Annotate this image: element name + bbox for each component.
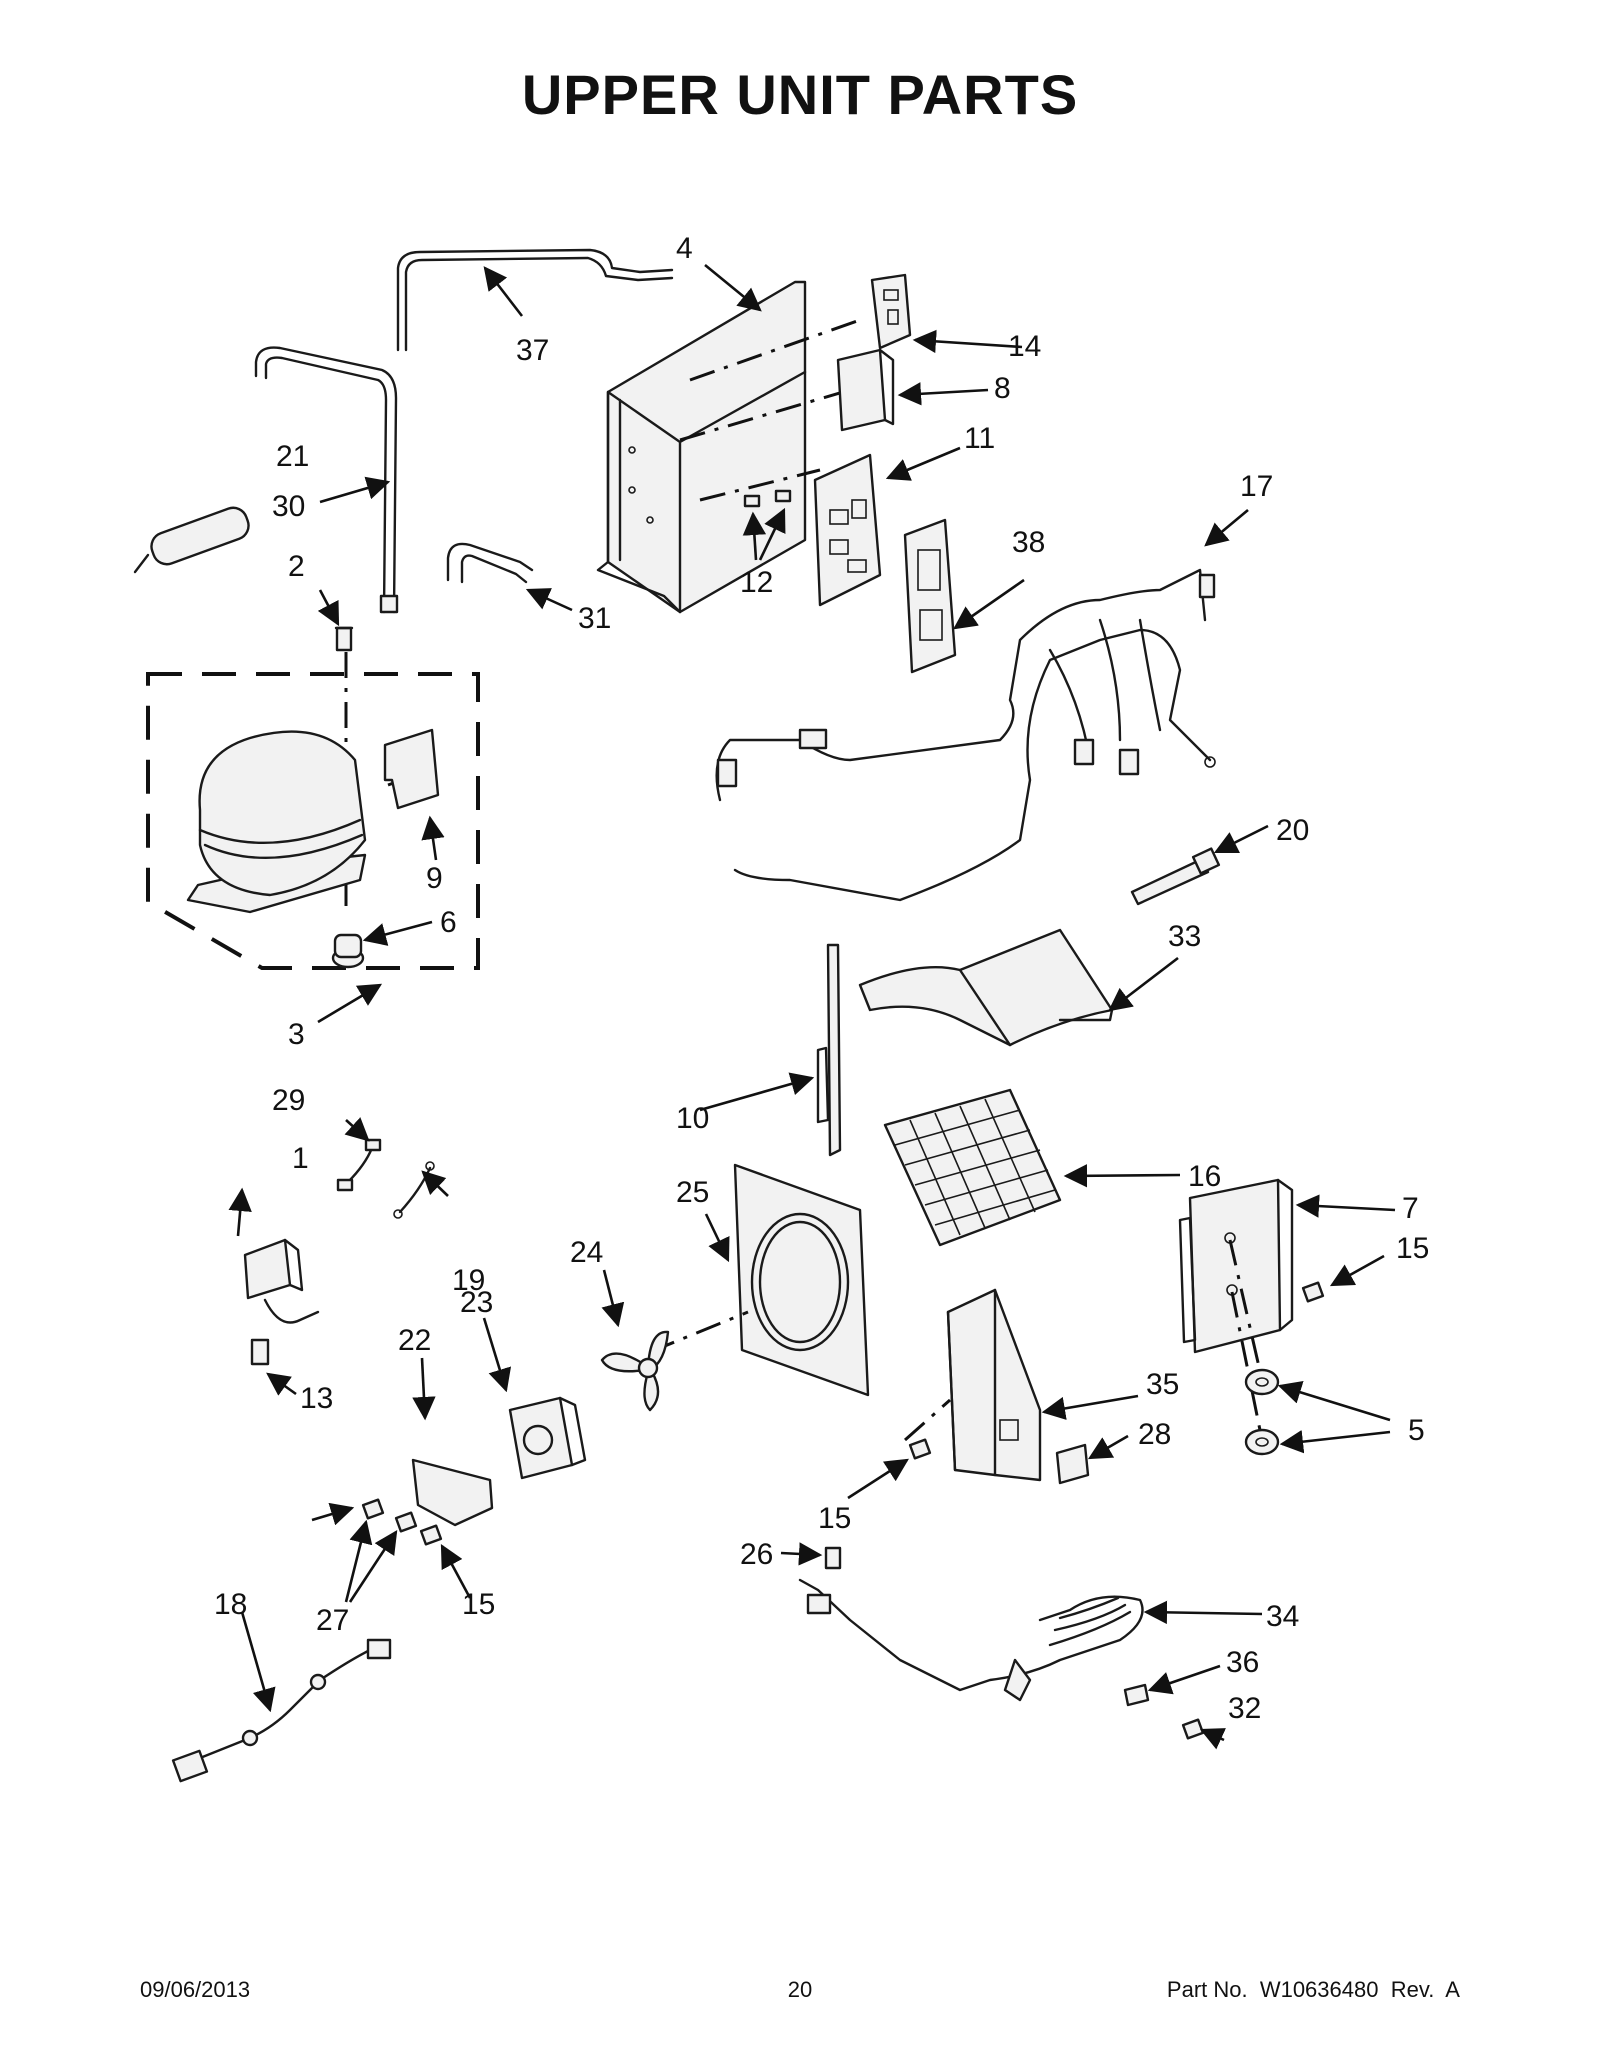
part-17-wire-harness bbox=[715, 568, 1216, 902]
callout-10: 10 bbox=[676, 1102, 709, 1135]
part-37-tube bbox=[396, 248, 674, 352]
compressor-assembly-outline bbox=[146, 672, 480, 970]
callout-2: 2 bbox=[288, 550, 305, 583]
callout-4: 4 bbox=[676, 232, 693, 265]
part-33-shield bbox=[858, 928, 1114, 1047]
part-31-elbow bbox=[446, 542, 534, 584]
part-10-bracket bbox=[816, 943, 842, 1157]
part-8-module bbox=[836, 348, 895, 432]
part-18-cord bbox=[171, 1638, 392, 1783]
part-19-wire-lead bbox=[393, 1161, 435, 1219]
callout-8: 8 bbox=[994, 372, 1011, 405]
callout-27: 27 bbox=[316, 1604, 349, 1637]
screw-15-c bbox=[419, 1524, 443, 1546]
part-23-timer bbox=[508, 1396, 587, 1480]
part-4-control-box bbox=[596, 280, 807, 614]
callout-15-b: 15 bbox=[818, 1502, 851, 1535]
part-14-board bbox=[870, 273, 912, 350]
callout-28: 28 bbox=[1138, 1418, 1171, 1451]
page-title: UPPER UNIT PARTS bbox=[521, 63, 1079, 126]
part-13-connector bbox=[250, 1338, 270, 1366]
callout-3: 3 bbox=[288, 1018, 305, 1051]
callout-20: 20 bbox=[1276, 814, 1309, 847]
part-20-wire-tie bbox=[1130, 847, 1221, 906]
assembly-line-4 bbox=[679, 318, 861, 502]
callout-32: 32 bbox=[1228, 1692, 1261, 1725]
callout-12: 12 bbox=[740, 566, 773, 599]
part-11-control-board bbox=[813, 453, 882, 607]
callout-21: 21 bbox=[276, 440, 309, 473]
callout-31: 31 bbox=[578, 602, 611, 635]
part-5-grommets bbox=[1244, 1368, 1280, 1456]
callout-5: 5 bbox=[1408, 1414, 1425, 1447]
screw-26 bbox=[824, 1546, 842, 1570]
footer-date: 09/06/2013 bbox=[140, 1977, 251, 2002]
screws-27 bbox=[361, 1498, 418, 1533]
callout-22: 22 bbox=[398, 1324, 431, 1357]
part-30-tube bbox=[254, 346, 399, 614]
callout-18: 18 bbox=[214, 1588, 247, 1621]
part-38-board bbox=[903, 518, 957, 674]
screw-15-b bbox=[908, 1438, 932, 1460]
screw-15-a bbox=[1301, 1281, 1325, 1303]
assembly-line-7 bbox=[1228, 1239, 1264, 1441]
part-21-drier bbox=[133, 506, 250, 574]
part-7-bracket bbox=[1178, 1178, 1294, 1354]
callout-labels: 1 2 3 4 5 6 7 8 9 10 11 12 13 14 15 15 1… bbox=[214, 232, 1429, 1725]
callout-15-a: 15 bbox=[1396, 1232, 1429, 1265]
callout-38: 38 bbox=[1012, 526, 1045, 559]
callout-35: 35 bbox=[1146, 1368, 1179, 1401]
callout-34: 34 bbox=[1266, 1600, 1299, 1633]
part-28-switch bbox=[1055, 1443, 1090, 1485]
callout-leaders bbox=[228, 263, 1396, 1750]
callout-30: 30 bbox=[272, 490, 305, 523]
part-12-clips bbox=[743, 489, 792, 508]
part-25-fan-shroud bbox=[733, 1163, 870, 1397]
screw-2 bbox=[334, 626, 354, 652]
callout-6: 6 bbox=[440, 906, 457, 939]
part-24-fan-blade bbox=[600, 1330, 670, 1412]
part-6-grommet bbox=[331, 933, 365, 969]
screw-32 bbox=[1181, 1718, 1205, 1740]
callout-25: 25 bbox=[676, 1176, 709, 1209]
part-9-bracket bbox=[383, 728, 440, 810]
callout-1: 1 bbox=[292, 1142, 309, 1175]
part-16-evaporator bbox=[883, 1088, 1062, 1247]
callout-37: 37 bbox=[516, 334, 549, 367]
part-3-compressor bbox=[186, 730, 367, 914]
callout-17: 17 bbox=[1240, 470, 1273, 503]
callout-26: 26 bbox=[740, 1538, 773, 1571]
callout-9: 9 bbox=[426, 862, 443, 895]
footer-page-number: 20 bbox=[787, 1977, 813, 2002]
part-34-heater bbox=[798, 1578, 1144, 1702]
part-36-clamp bbox=[1123, 1683, 1150, 1707]
callout-16: 16 bbox=[1188, 1160, 1221, 1193]
callout-23: 23 bbox=[460, 1286, 493, 1319]
callout-24: 24 bbox=[570, 1236, 603, 1269]
assembly-line-35 bbox=[904, 1398, 951, 1442]
callout-11: 11 bbox=[964, 422, 995, 455]
footer-part-number: Part No. W10636480 Rev. A bbox=[1166, 1977, 1460, 2002]
callout-19: 19 bbox=[452, 1264, 485, 1297]
callout-13: 13 bbox=[300, 1382, 333, 1415]
callout-14: 14 bbox=[1008, 330, 1041, 363]
part-1-transformer bbox=[243, 1238, 320, 1324]
part-35-bracket bbox=[946, 1288, 1042, 1482]
callout-15-c: 15 bbox=[462, 1588, 495, 1621]
callout-33: 33 bbox=[1168, 920, 1201, 953]
callout-7: 7 bbox=[1402, 1192, 1419, 1225]
part-29-wire-lead bbox=[336, 1138, 382, 1192]
callout-29: 29 bbox=[272, 1084, 305, 1117]
callout-36: 36 bbox=[1226, 1646, 1259, 1679]
part-22-bracket bbox=[411, 1458, 494, 1527]
